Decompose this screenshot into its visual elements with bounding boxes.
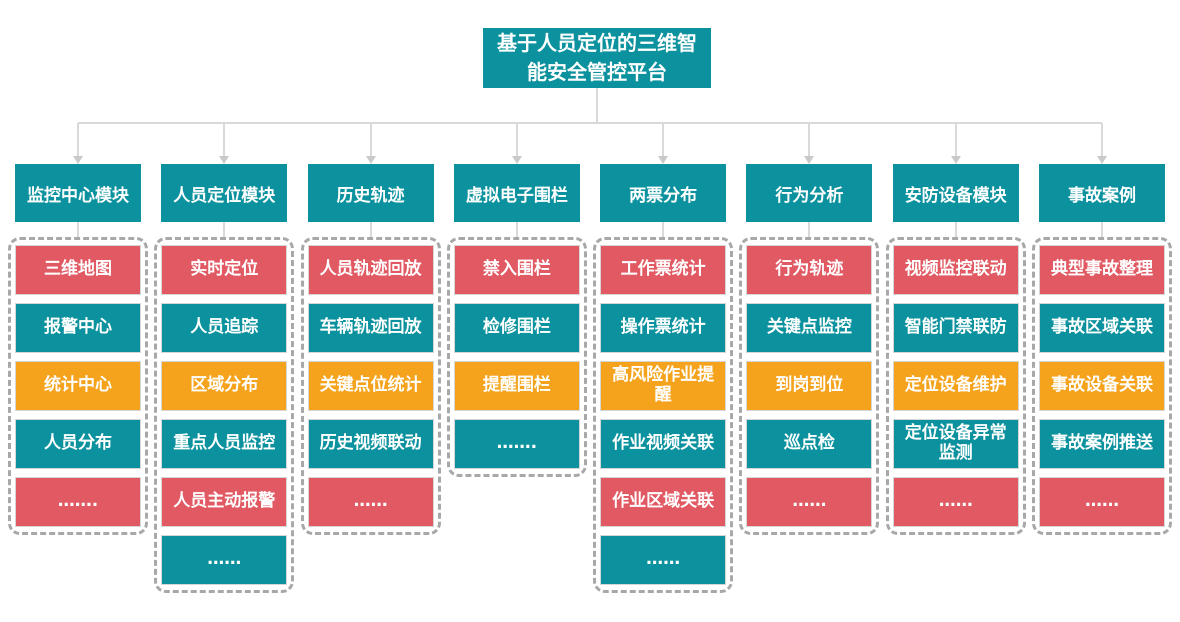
module-column: 监控中心模块三维地图报警中心统计中心人员分布 ……. — [8, 123, 148, 535]
connector-header-stub — [808, 222, 811, 237]
feature-item: 关键点监控 — [746, 303, 873, 353]
module-item-group: 人员轨迹回放车辆轨迹回放关键点位统计历史视频联动 …… — [300, 237, 441, 535]
connector-header-stub — [662, 222, 665, 237]
connector-arrow-down-icon — [511, 123, 522, 164]
feature-item: ……. — [15, 477, 141, 527]
feature-item: 定位设备维护 — [892, 361, 1019, 411]
module-item-group: 典型事故整理事故区域关联事故设备关联事故案例推送 …… — [1031, 237, 1172, 535]
module-header: 监控中心模块 — [15, 164, 141, 222]
feature-item: 到岗到位 — [746, 361, 873, 411]
platform-title-node: 基于人员定位的三维智能安全管控平台 — [483, 28, 711, 88]
module-header: 事故案例 — [1038, 164, 1165, 222]
feature-item: …… — [892, 477, 1019, 527]
connector-header-stub — [1100, 222, 1103, 237]
module-column: 两票分布工作票统计操作票统计高风险作业提醒作业视频关联作业区域关联 …… — [593, 123, 734, 593]
feature-item: 视频监控联动 — [892, 245, 1019, 295]
connector-arrow-down-icon — [1096, 123, 1107, 164]
feature-item: ……. — [453, 419, 580, 469]
connector-arrow-down-icon — [658, 123, 669, 164]
feature-item: 人员轨迹回放 — [307, 245, 434, 295]
feature-item: …… — [746, 477, 873, 527]
feature-item: 作业区域关联 — [600, 477, 727, 527]
module-header: 人员定位模块 — [161, 164, 288, 222]
feature-item: 人员追踪 — [161, 303, 288, 353]
feature-item: 检修围栏 — [453, 303, 580, 353]
feature-item: 区域分布 — [161, 361, 288, 411]
feature-item: 巡点检 — [746, 419, 873, 469]
connector-arrow-down-icon — [73, 123, 83, 164]
feature-item: 事故区域关联 — [1038, 303, 1165, 353]
feature-item: 定位设备异常监测 — [892, 419, 1019, 469]
module-header: 行为分析 — [746, 164, 873, 222]
feature-item: 事故案例推送 — [1038, 419, 1165, 469]
module-item-group: 行为轨迹关键点监控到岗到位巡点检 …… — [739, 237, 880, 535]
feature-item: 智能门禁联防 — [892, 303, 1019, 353]
platform-title-text: 基于人员定位的三维智能安全管控平台 — [497, 31, 697, 84]
module-column: 安防设备模块视频监控联动智能门禁联防定位设备维护定位设备异常监测 …… — [885, 123, 1026, 535]
feature-item: 典型事故整理 — [1038, 245, 1165, 295]
connector-arrow-down-icon — [950, 123, 961, 164]
connector-header-stub — [954, 222, 957, 237]
module-column: 虚拟电子围栏禁入围栏检修围栏提醒围栏 ……. — [446, 123, 587, 477]
module-item-group: 工作票统计操作票统计高风险作业提醒作业视频关联作业区域关联 …… — [593, 237, 734, 593]
feature-item: 报警中心 — [15, 303, 141, 353]
feature-item: 重点人员监控 — [161, 419, 288, 469]
connector-header-stub — [77, 222, 79, 237]
module-header: 历史轨迹 — [307, 164, 434, 222]
connector-header-stub — [515, 222, 518, 237]
module-column: 人员定位模块实时定位人员追踪区域分布重点人员监控人员主动报警 …… — [154, 123, 295, 593]
feature-item: 关键点位统计 — [307, 361, 434, 411]
module-column: 事故案例典型事故整理事故区域关联事故设备关联事故案例推送 …… — [1031, 123, 1172, 535]
module-item-group: 禁入围栏检修围栏提醒围栏 ……. — [446, 237, 587, 477]
feature-item: 高风险作业提醒 — [600, 361, 727, 411]
connector-header-stub — [223, 222, 226, 237]
feature-item: 事故设备关联 — [1038, 361, 1165, 411]
feature-item: 人员主动报警 — [161, 477, 288, 527]
feature-item: 作业视频关联 — [600, 419, 727, 469]
connector-arrow-down-icon — [219, 123, 230, 164]
feature-item: 统计中心 — [15, 361, 141, 411]
feature-item: 实时定位 — [161, 245, 288, 295]
connector-arrow-down-icon — [804, 123, 815, 164]
module-item-group: 三维地图报警中心统计中心人员分布 ……. — [8, 237, 148, 535]
feature-item: 人员分布 — [15, 419, 141, 469]
module-header: 两票分布 — [600, 164, 727, 222]
connector-arrow-down-icon — [365, 123, 376, 164]
feature-item: 三维地图 — [15, 245, 141, 295]
feature-item: 提醒围栏 — [453, 361, 580, 411]
feature-item: …… — [600, 535, 727, 585]
feature-item: 行为轨迹 — [746, 245, 873, 295]
module-header: 虚拟电子围栏 — [453, 164, 580, 222]
feature-item: 禁入围栏 — [453, 245, 580, 295]
module-column: 行为分析行为轨迹关键点监控到岗到位巡点检 …… — [739, 123, 880, 535]
feature-item: 工作票统计 — [600, 245, 727, 295]
feature-item: 车辆轨迹回放 — [307, 303, 434, 353]
feature-item: 历史视频联动 — [307, 419, 434, 469]
module-column: 历史轨迹人员轨迹回放车辆轨迹回放关键点位统计历史视频联动 …… — [300, 123, 441, 535]
connector-title-stub — [596, 88, 598, 123]
connector-horizontal-line — [78, 122, 1102, 124]
feature-item: …… — [1038, 477, 1165, 527]
module-item-group: 实时定位人员追踪区域分布重点人员监控人员主动报警 …… — [154, 237, 295, 593]
connector-header-stub — [369, 222, 372, 237]
module-header: 安防设备模块 — [892, 164, 1019, 222]
feature-item: 操作票统计 — [600, 303, 727, 353]
feature-item: …… — [307, 477, 434, 527]
columns-row: 监控中心模块三维地图报警中心统计中心人员分布 ……. 人员定位模块实时定位人员追踪区… — [0, 123, 1180, 593]
feature-item: …… — [161, 535, 288, 585]
module-item-group: 视频监控联动智能门禁联防定位设备维护定位设备异常监测 …… — [885, 237, 1026, 535]
